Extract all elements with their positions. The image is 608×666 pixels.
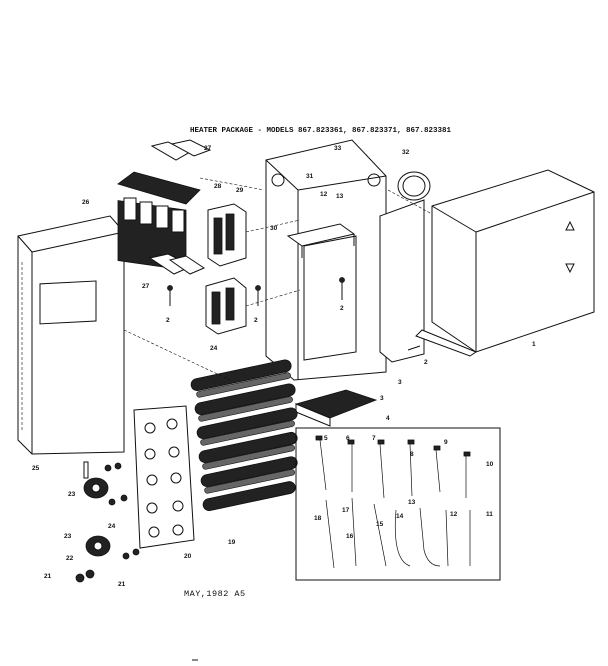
nuts-and-washers: [75, 462, 140, 583]
callout-14: 14: [396, 513, 404, 520]
collar-ring: [397, 171, 431, 201]
callout-labels: 27 28 26 29 27 2 2 24 33 31 12 13 32 30 …: [32, 145, 536, 588]
callout-27-top: 27: [204, 145, 212, 152]
callout-2-d: 2: [424, 359, 428, 366]
revision-date: MAY,1982 A5: [184, 589, 246, 599]
callout-6: 6: [346, 435, 350, 442]
callout-33: 33: [334, 145, 342, 152]
callout-31: 31: [306, 173, 314, 180]
callout-17: 17: [342, 507, 350, 514]
callout-12: 12: [450, 511, 458, 518]
callout-4: 4: [386, 415, 390, 422]
terminal-plug: [294, 389, 378, 427]
callout-1: 1: [532, 341, 536, 348]
callout-23-lower: 23: [64, 533, 72, 540]
callout-2-a: 2: [166, 317, 170, 324]
heater-housing: [265, 139, 425, 381]
callout-2-c: 2: [340, 305, 344, 312]
callout-5: 5: [324, 435, 328, 442]
callout-3-b: 3: [380, 395, 384, 402]
callout-2-b: 2: [254, 317, 258, 324]
callout-32: 32: [402, 149, 410, 156]
diagram-title: HEATER PACKAGE - MODELS 867.823361, 867.…: [190, 127, 452, 135]
callout-19: 19: [228, 539, 236, 546]
wire-harness-inset: [295, 427, 501, 581]
callout-21-bottom: 21: [118, 581, 126, 588]
assembly-lines: [123, 177, 433, 381]
limit-switch-lower: [85, 535, 111, 557]
callout-12-top: 12: [320, 191, 328, 198]
callout-25: 25: [32, 465, 40, 472]
callout-7: 7: [372, 435, 376, 442]
callout-20: 20: [184, 553, 192, 560]
callout-22: 22: [66, 555, 74, 562]
callout-11: 11: [486, 511, 493, 518]
front-panel: [17, 215, 125, 455]
callout-16: 16: [346, 533, 354, 540]
callout-24-lower: 24: [108, 523, 116, 530]
callout-9: 9: [444, 439, 448, 446]
callout-26-left: 26: [82, 199, 90, 206]
circuit-breaker-assembly: [117, 139, 212, 275]
limit-switch-upper: [83, 461, 109, 499]
heating-coils: [190, 359, 298, 512]
duct-box: [415, 169, 595, 357]
callout-27-bottom: 27: [142, 283, 150, 290]
callout-29: 29: [236, 187, 244, 194]
callout-21-left: 21: [44, 573, 52, 580]
callout-23-upper: 23: [68, 491, 76, 498]
callout-30: 30: [270, 225, 278, 232]
callout-24-terminal: 24: [210, 345, 218, 352]
callout-13-top: 13: [336, 193, 344, 200]
callout-3: 3: [398, 379, 402, 386]
callout-13: 13: [408, 499, 416, 506]
callout-10: 10: [486, 461, 494, 468]
terminal-block-lower: [205, 277, 247, 335]
callout-18: 18: [314, 515, 322, 522]
heating-element-assembly: [133, 359, 298, 549]
terminal-block-upper: [207, 203, 247, 267]
callout-15: 15: [376, 521, 384, 528]
callout-28: 28: [214, 183, 222, 190]
screws: [167, 277, 421, 351]
callout-8: 8: [410, 451, 414, 458]
